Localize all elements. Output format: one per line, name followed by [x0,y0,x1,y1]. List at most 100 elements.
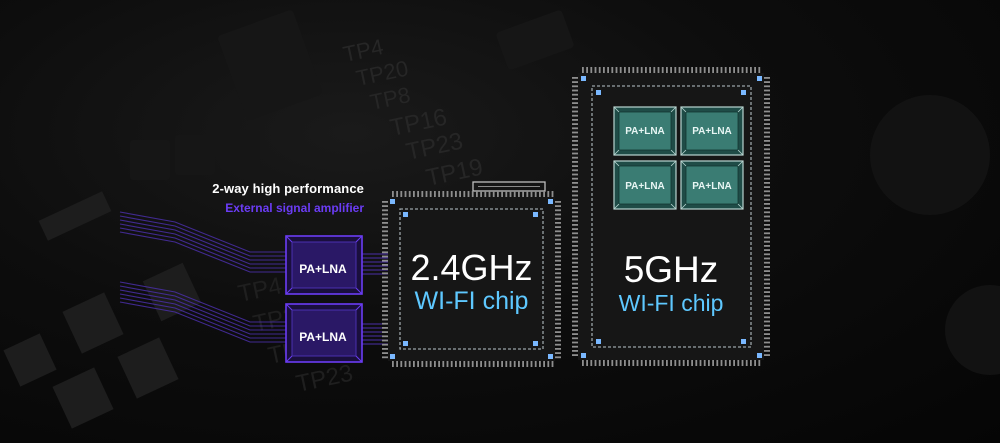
chip-pin [607,360,609,366]
chip-pin [687,360,689,366]
chip-pin [603,360,605,366]
chip-pin [382,247,388,249]
pcb-components [130,10,574,180]
chip-pin [624,360,626,366]
chip-2-4ghz [382,191,561,367]
corner-mark [548,199,553,204]
chip-pin [572,131,578,134]
chip-pin [476,191,478,197]
chip-pin [764,89,770,92]
chip-pin [764,127,770,130]
chip-pin [572,106,578,109]
chip-pin [555,285,561,287]
chip-5ghz-pins [572,67,770,366]
chip-pin [582,67,584,73]
chip-pin [764,245,770,247]
chip-pin [382,327,388,329]
chip-pin [382,301,388,304]
chip-pin [764,329,770,331]
chip-pin [539,361,541,367]
chip-pin [598,67,601,73]
chip-pin [572,152,578,155]
chip-pin [572,287,578,289]
chip-pin [555,230,561,233]
chip-pin [691,360,693,366]
corner-mark [403,212,408,217]
chip-pin [572,177,578,180]
amplifier-label-2: PA+LNA [299,330,347,344]
chip-pin [555,297,561,300]
chip-pin [413,361,415,367]
amplifier-label-1: PA+LNA [299,262,347,276]
chip-5ghz-corner-marks [581,76,762,358]
chip-pin [555,276,561,279]
chip-pin [400,191,403,197]
chip-pin [572,110,578,113]
chip-pin [555,272,561,275]
chip-pin [572,119,578,121]
chip-pin [382,217,388,220]
chip-pin [471,191,474,197]
chip-pin [382,205,388,207]
chip-pin [724,360,727,366]
chip-pin [555,310,561,312]
chip-pin [382,251,388,254]
trace-line [119,227,286,269]
chip-pin [741,67,744,73]
chip-pin [572,245,578,247]
chip-pin [572,207,578,209]
corner-mark [533,212,538,217]
chip-pin [518,191,520,197]
chip-pin [764,345,770,348]
chip-pin [382,222,388,224]
chip-pin [572,198,578,201]
chip-pin [555,339,561,342]
chip-pin [572,161,578,163]
chip-pin [555,280,561,283]
chip-pin [492,361,495,367]
signal-traces [119,211,388,345]
chip-pin [764,312,770,314]
chip-pin [678,360,681,366]
chip-pin [764,215,770,218]
chip-pin [703,67,706,73]
chip-pin [598,360,601,366]
chip-2-4ghz-frequency: 2.4GHz [410,247,533,288]
chip-pin [764,320,770,323]
chip-pin [555,222,561,224]
chip-pin [572,320,578,323]
chip-pin [442,191,445,197]
chip-pin [572,236,578,239]
chip-pin [572,190,578,193]
sub-block-label-2: PA+LNA [692,126,732,137]
chip-pin [492,191,495,197]
chip-pin [555,226,561,228]
chip-pin [764,93,770,96]
chip-pin [534,361,537,367]
chip-pin [572,114,578,117]
amplifier-subtitle: External signal amplifier [225,201,364,215]
chip-5ghz [572,67,770,366]
corner-mark [741,339,746,344]
chip-pin [463,361,466,367]
chip-pin [764,249,770,251]
chip-pin [678,67,681,73]
chip-pin [547,361,550,367]
chip-pin [733,360,735,366]
chip-pin [724,67,727,73]
chip-pin [716,360,719,366]
chip-pin [382,293,388,296]
chip-pin [572,295,578,298]
chip-pin [764,110,770,113]
chip-pin [446,191,449,197]
chip-pin [764,98,770,100]
chip-pin [586,67,588,73]
chip-pin [382,331,388,333]
chip-pin [555,343,561,346]
chip-pin [382,230,388,233]
chip-pin [484,361,487,367]
chip-pin [555,306,561,308]
chip-pin [455,361,457,367]
